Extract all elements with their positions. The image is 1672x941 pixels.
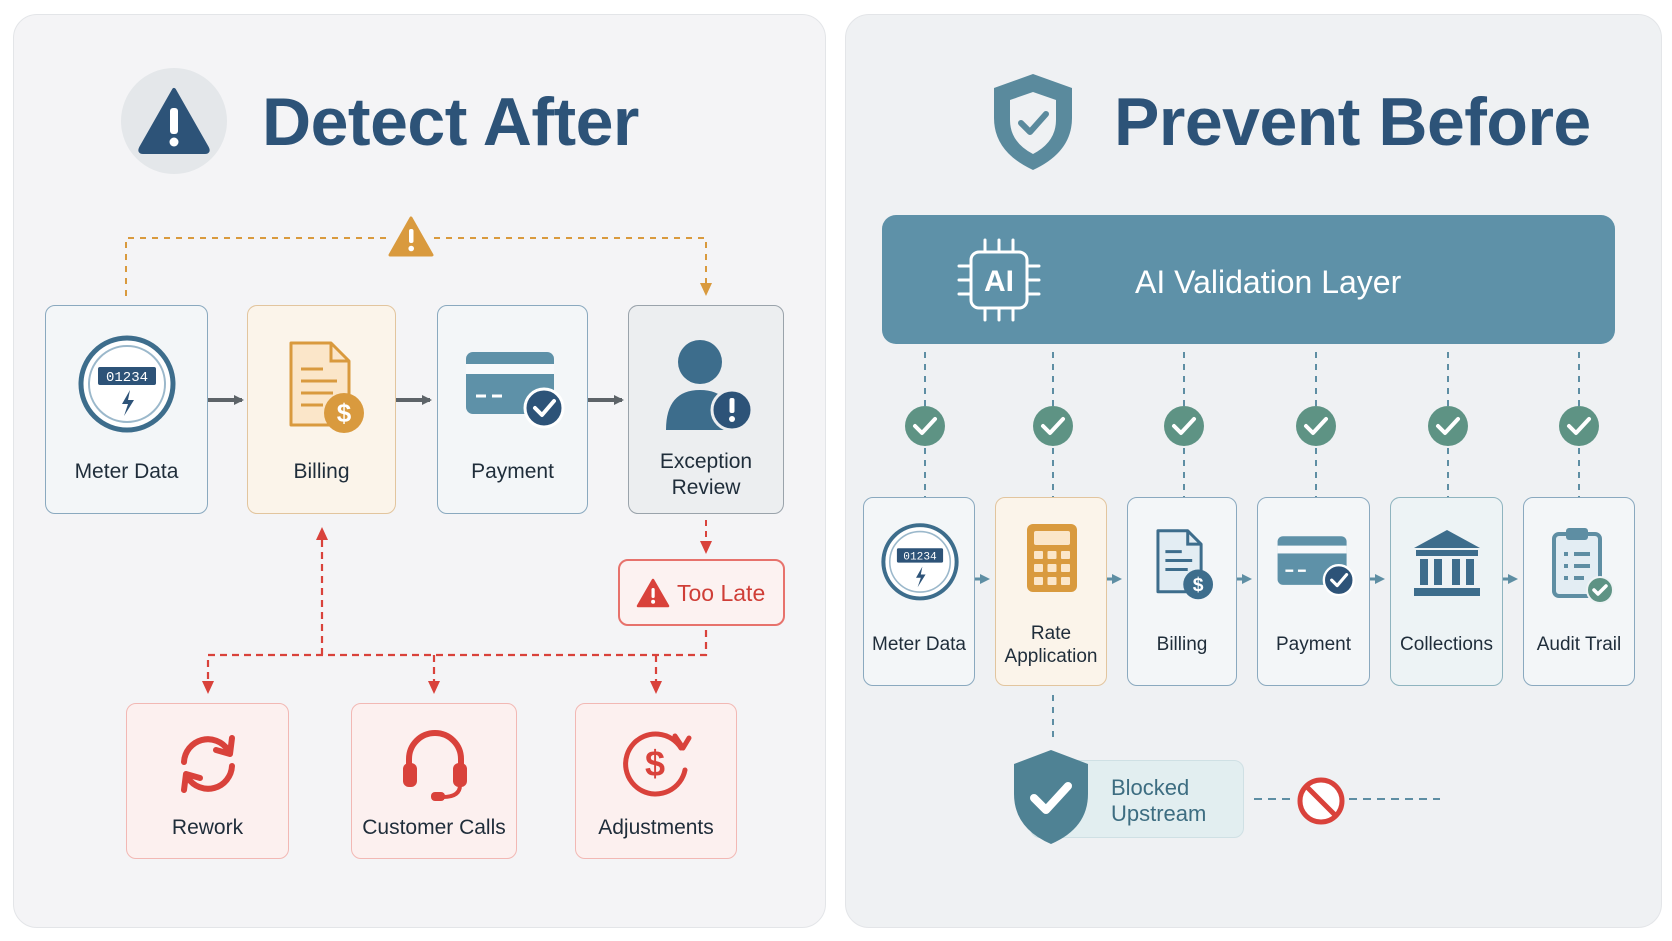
step-label: Meter Data [872,634,966,655]
meter-digits: 01234 [903,551,937,563]
step-collections: Collections [1390,497,1503,686]
clipboard-check-icon [1552,528,1614,604]
step-audit-trail: Audit Trail [1523,497,1635,686]
box-label: Meter Data [74,460,179,483]
dollar-refresh-icon: $ [623,731,692,797]
ai-chip-label: AI [984,265,1014,298]
warning-icon-red [636,578,670,608]
svg-text:$: $ [1193,574,1204,596]
credit-card-check-icon [466,352,565,429]
step-rate-application: Rate Application [995,497,1107,686]
prohibited-icon [1297,777,1345,825]
box-payment: Payment [437,305,588,514]
box-label: Billing [293,460,350,483]
meter-digits: 01234 [106,370,148,386]
box-label: Customer Calls [362,816,506,839]
box-label: Rework [171,816,244,839]
page-title-prevent-before: Prevent Before [1114,84,1591,160]
warning-triangle-icon [121,68,227,174]
too-late-label: Too Late [677,580,766,606]
user-alert-icon [666,340,754,432]
step-meter-data: 01234 Meter Data [863,497,975,686]
bank-icon [1414,530,1480,596]
ai-chip-icon: AI [957,238,1041,322]
svg-text:$: $ [337,398,352,428]
too-late-badge: Too Late [618,559,785,626]
shield-check-icon [994,74,1072,170]
step-label: Collections [1400,634,1493,655]
prevent-before-panel [845,14,1662,928]
step-billing: $ Billing [1127,497,1237,686]
box-billing: $ Billing [247,305,396,514]
step-label: Rate Application [1004,623,1098,667]
credit-card-check-icon [1277,536,1355,597]
shield-check-icon [1014,750,1088,844]
box-meter-data: 01234 Meter Data [45,305,208,514]
meter-icon: 01234 [78,335,176,433]
ai-validation-label: AI Validation Layer [1135,264,1402,300]
step-payment: Payment [1257,497,1370,686]
box-exception-review: Exception Review [628,305,784,514]
warning-icon-orange [388,216,434,257]
step-label: Billing [1156,634,1208,655]
blocked-upstream-label: Blocked Upstream [1111,775,1207,826]
calculator-icon [1027,524,1077,592]
red-toolate-distribution [202,630,708,694]
headset-icon [403,730,467,801]
box-adjustments: $ Adjustments [575,703,737,859]
box-label: Payment [471,460,554,483]
refresh-icon [181,735,235,793]
step-label: Audit Trail [1536,634,1622,655]
box-label: Adjustments [598,816,714,839]
box-customer-calls: Customer Calls [351,703,517,859]
meter-icon: 01234 [881,523,959,601]
ai-validation-layer [882,215,1615,344]
invoice-dollar-icon: $ [289,341,364,433]
step-label: Payment [1276,634,1351,655]
box-rework: Rework [126,703,289,859]
svg-text:$: $ [645,743,665,784]
orange-dashed-connector [125,237,706,296]
page-title-detect-after: Detect After [262,84,639,160]
box-label: Exception Review [659,450,753,499]
invoice-dollar-icon: $ [1156,529,1214,600]
